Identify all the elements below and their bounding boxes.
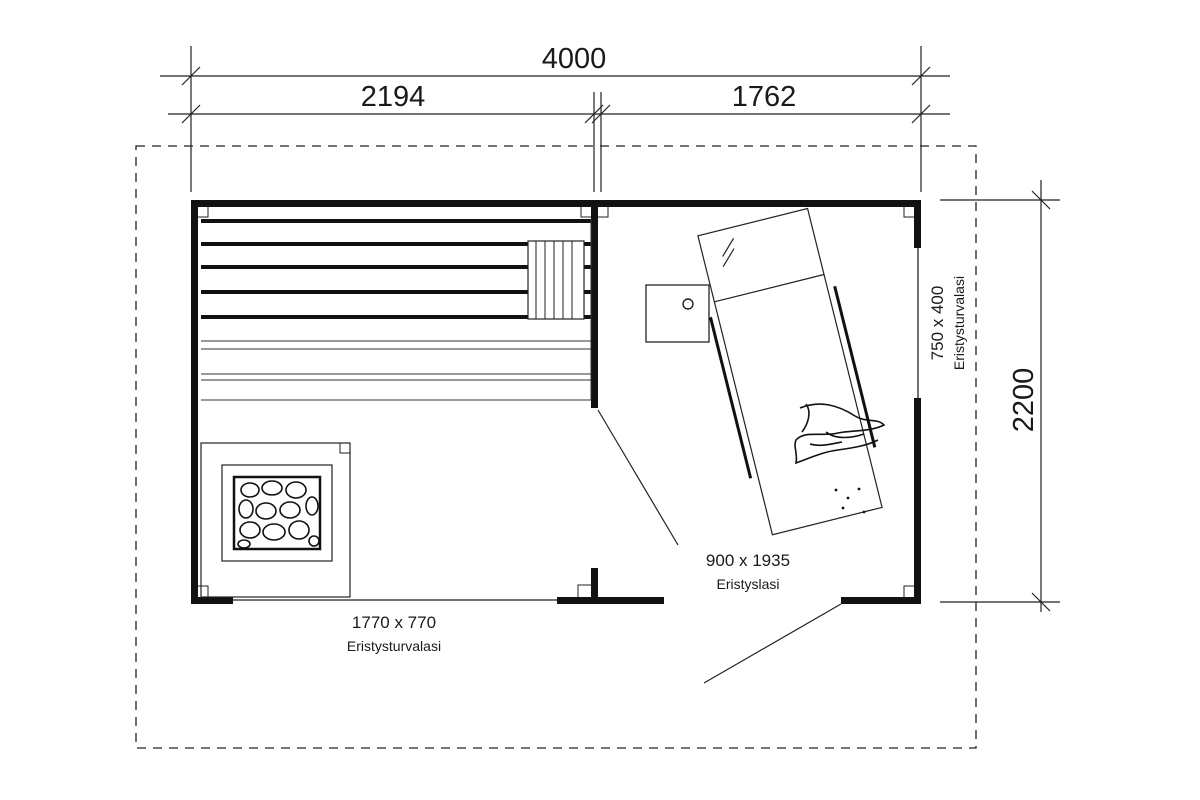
bottom-window-type: Eristysturvalasi — [347, 638, 441, 654]
door-leader — [597, 409, 679, 546]
stove-stones-frame — [232, 475, 322, 551]
headrest — [527, 240, 585, 320]
dim-right-width: 1762 — [732, 81, 797, 113]
door-type: Eristyslasi — [716, 576, 779, 592]
dim-left-width: 2194 — [361, 81, 426, 113]
door-size: 900 x 1935 — [706, 551, 790, 570]
dim-depth: 2200 — [1008, 368, 1040, 433]
lounger-dots — [834, 487, 866, 514]
dim-total-width: 4000 — [542, 43, 607, 75]
stove-area — [200, 442, 351, 598]
right-window-size: 750 x 400 — [928, 286, 947, 361]
stove — [221, 464, 333, 562]
terrace-outline — [135, 145, 977, 749]
stove-guard — [200, 442, 351, 598]
bottom-window-size: 1770 x 770 — [352, 613, 436, 632]
corner-marks — [198, 207, 914, 597]
stove-stones — [237, 480, 320, 549]
right-window-type: Eristysturvalasi — [951, 276, 967, 370]
walls — [191, 200, 921, 604]
sauna-benches — [201, 219, 592, 401]
towel — [794, 403, 886, 465]
lounger — [697, 207, 883, 536]
entrance-door-swing — [703, 603, 842, 684]
dimension-lines — [160, 46, 1060, 612]
sink — [645, 284, 710, 343]
